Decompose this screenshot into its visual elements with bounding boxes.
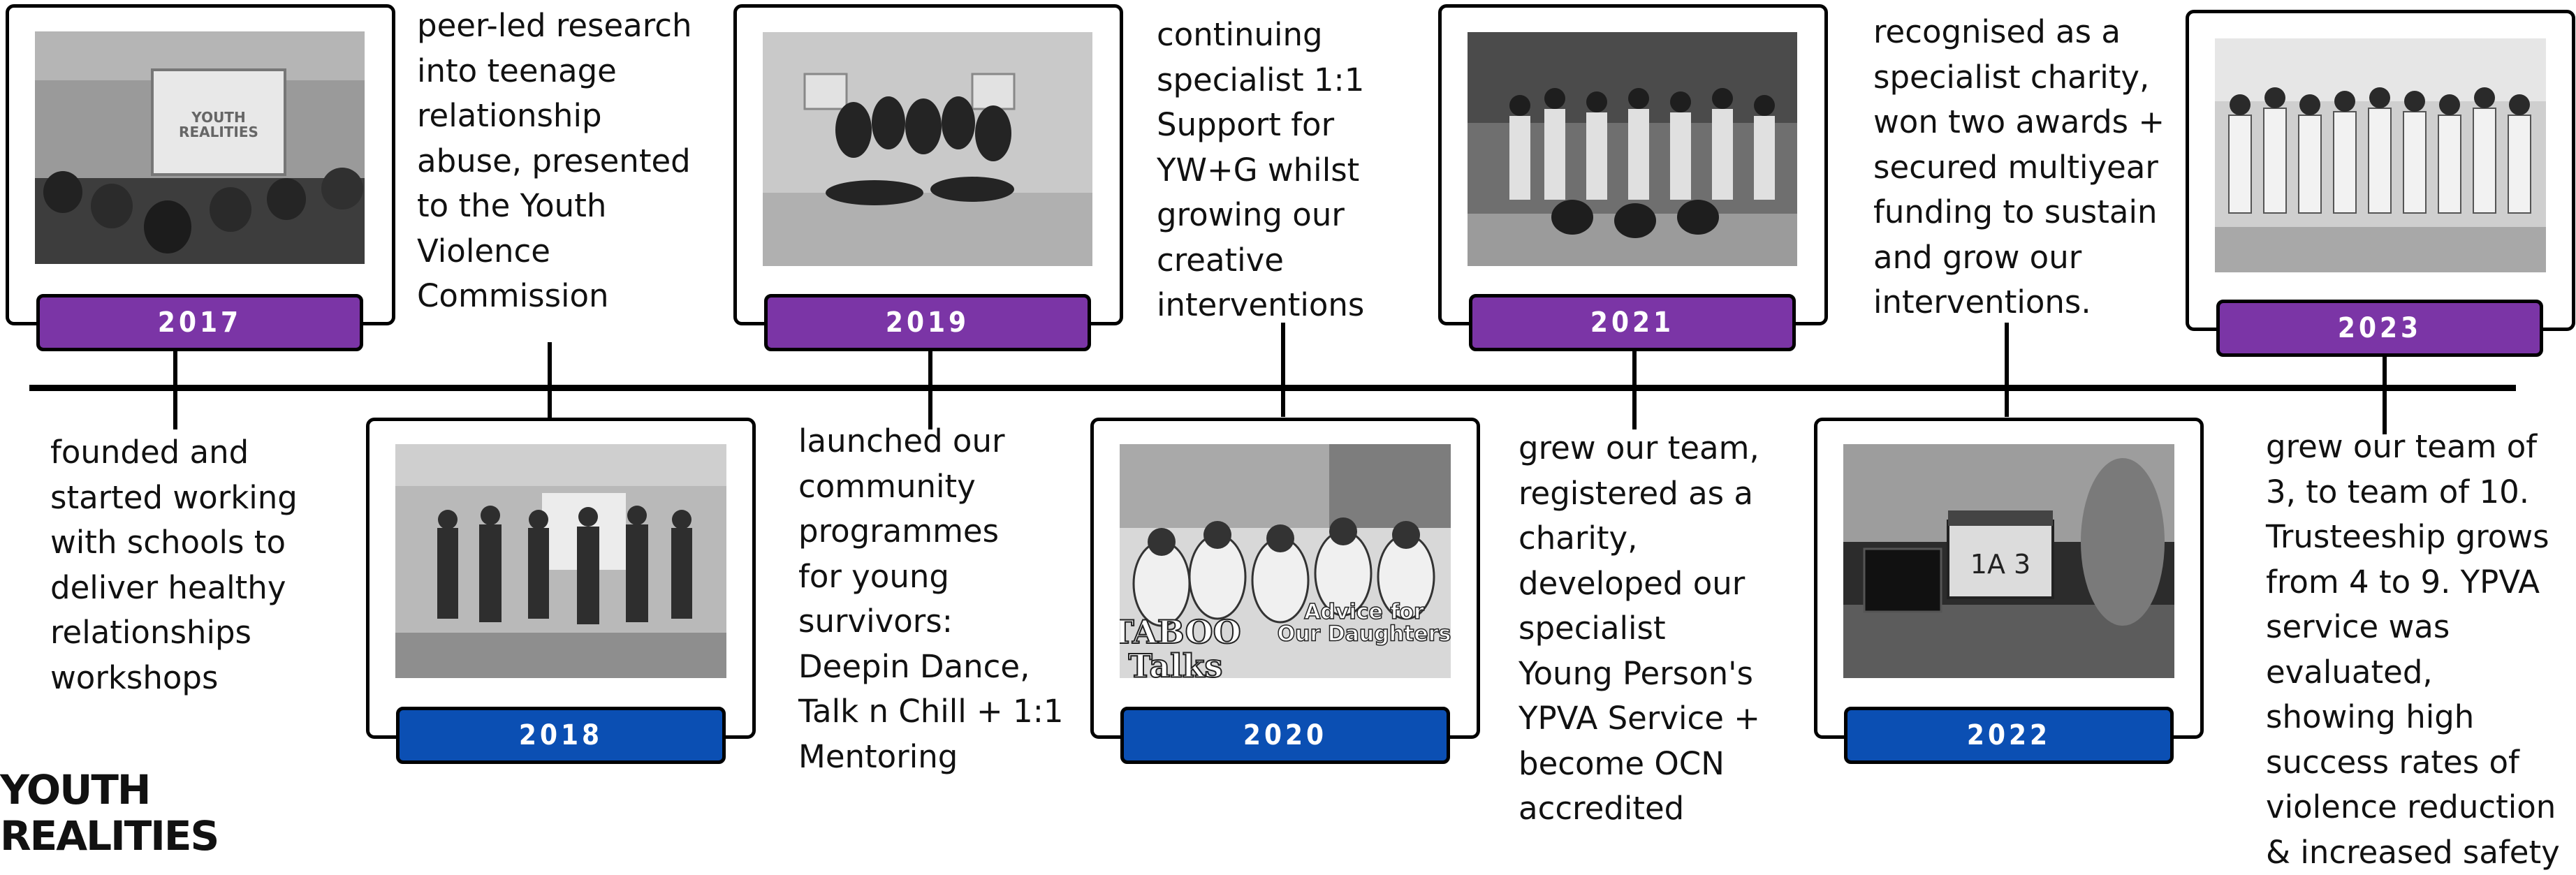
connector-2017 [173, 349, 177, 429]
timeline-axis [29, 385, 2516, 391]
milestone-2022-photo: 1A 3 [1843, 444, 2174, 678]
connector-2018 [548, 342, 552, 418]
year-badge-2018: 2018 [396, 707, 726, 764]
year-badge-2023: 2023 [2216, 300, 2543, 357]
milestone-2021-photo [1468, 32, 1797, 266]
year-badge-2019: 2019 [764, 294, 1091, 351]
connector-2022 [2005, 323, 2009, 417]
milestone-2023-photo [2215, 38, 2546, 272]
connector-2023 [2383, 356, 2387, 434]
milestone-2021-text: grew our team, registered as a charity, … [1518, 429, 1760, 827]
year-badge-2021: 2021 [1469, 294, 1796, 351]
photo-clapper-text: 1A 3 [1970, 549, 2030, 580]
milestone-2019-text: launched our community programmes for yo… [798, 422, 1064, 775]
milestone-2017-text: founded and started working with schools… [50, 434, 298, 696]
milestone-2018-photo [395, 444, 726, 678]
connector-2019 [928, 349, 932, 429]
connector-2020 [1281, 323, 1285, 417]
year-badge-2020: 2020 [1120, 707, 1450, 764]
youth-realities-logo: YOUTH REALITIES [0, 766, 219, 860]
year-badge-2022: 2022 [1844, 707, 2174, 764]
year-badge-2017: 2017 [36, 294, 363, 351]
connector-2021 [1632, 349, 1637, 429]
milestone-2020-text: continuing specialist 1:1 Support for YW… [1157, 16, 1365, 323]
milestone-2022-text: recognised as a specialist charity, won … [1873, 13, 2165, 321]
milestone-2018-text: peer-led research into teenage relations… [417, 7, 692, 314]
milestone-2023-text: grew our team of 3, to team of 10. Trust… [2266, 428, 2560, 871]
milestone-2019-photo [763, 32, 1092, 266]
